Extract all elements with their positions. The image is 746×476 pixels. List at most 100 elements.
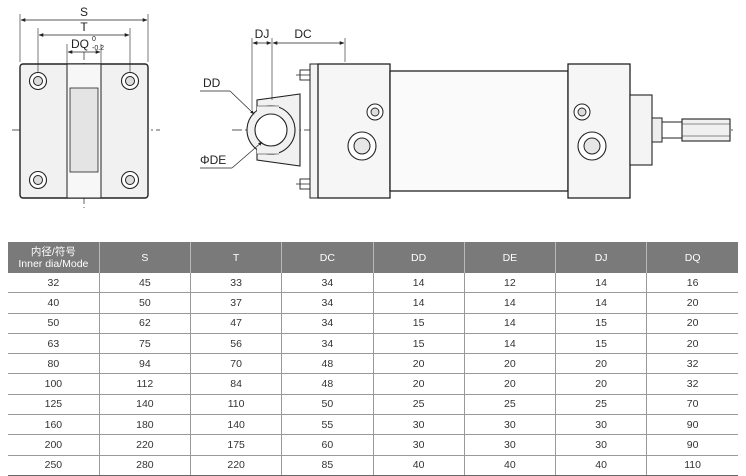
table-cell: 94 bbox=[99, 353, 192, 375]
table-cell: 140 bbox=[99, 394, 192, 416]
table-cell: 30 bbox=[373, 414, 465, 436]
table-cell: 14 bbox=[464, 292, 557, 314]
table-cell-inner-dia: 160 bbox=[8, 414, 100, 436]
table-cell: 90 bbox=[646, 414, 738, 436]
bolt-bottom-right bbox=[120, 170, 140, 190]
table-cell-inner-dia: 40 bbox=[8, 292, 100, 314]
technical-drawing: S T DQ 0 -0.2 bbox=[12, 5, 735, 208]
table-cell: 175 bbox=[190, 434, 283, 456]
table-cell: 12 bbox=[464, 273, 557, 294]
table-cell-inner-dia: 63 bbox=[8, 333, 100, 355]
table-cell: 34 bbox=[281, 292, 374, 314]
table-cell: 14 bbox=[464, 333, 557, 355]
table-cell: 220 bbox=[190, 455, 283, 476]
table-cell: 14 bbox=[373, 292, 465, 314]
table-cell: 34 bbox=[281, 333, 374, 355]
table-cell: 56 bbox=[190, 333, 283, 355]
header-inner-dia: 内径/符号 Inner dia/Mode bbox=[8, 242, 100, 273]
table-cell: 60 bbox=[281, 434, 374, 456]
spec-table: 内径/符号 Inner dia/Mode S T DC DD DE DJ DQ … bbox=[8, 242, 738, 476]
end-view bbox=[12, 14, 160, 208]
header-DC: DC bbox=[281, 242, 374, 273]
table-cell: 112 bbox=[99, 373, 192, 395]
table-cell: 70 bbox=[190, 353, 283, 375]
table-cell: 75 bbox=[99, 333, 192, 355]
table-cell: 90 bbox=[646, 434, 738, 456]
table-cell: 220 bbox=[99, 434, 192, 456]
table-cell: 40 bbox=[464, 455, 557, 476]
table-cell-inner-dia: 100 bbox=[8, 373, 100, 395]
table-cell: 15 bbox=[373, 333, 465, 355]
table-cell-inner-dia: 50 bbox=[8, 313, 100, 334]
header-S: S bbox=[99, 242, 192, 273]
table-cell: 15 bbox=[555, 333, 648, 355]
table-cell: 20 bbox=[646, 292, 738, 314]
table-cell: 55 bbox=[281, 414, 374, 436]
table-cell: 20 bbox=[646, 313, 738, 334]
table-cell: 32 bbox=[646, 373, 738, 395]
header-DD: DD bbox=[373, 242, 465, 273]
table-cell-inner-dia: 250 bbox=[8, 455, 100, 476]
side-view bbox=[200, 38, 735, 199]
label-DJ: DJ bbox=[255, 27, 270, 41]
bolt-top-right bbox=[120, 71, 140, 91]
header-DE: DE bbox=[464, 242, 557, 273]
table-cell: 48 bbox=[281, 353, 374, 375]
table-cell: 20 bbox=[646, 333, 738, 355]
label-DQ-tol-lower: -0.2 bbox=[92, 45, 104, 52]
table-cell: 30 bbox=[464, 434, 557, 456]
header-DJ: DJ bbox=[555, 242, 648, 273]
table-cell: 15 bbox=[373, 313, 465, 334]
table-cell: 280 bbox=[99, 455, 192, 476]
table-cell: 20 bbox=[373, 353, 465, 375]
table-cell: 48 bbox=[281, 373, 374, 395]
table-cell: 40 bbox=[373, 455, 465, 476]
table-cell: 34 bbox=[281, 273, 374, 294]
label-DQ-tol-upper: 0 bbox=[92, 36, 96, 43]
table-cell: 25 bbox=[555, 394, 648, 416]
header-inner-dia-cn: 内径/符号 bbox=[30, 245, 76, 258]
table-cell: 14 bbox=[555, 273, 648, 294]
header-DQ: DQ bbox=[646, 242, 738, 273]
table-cell: 14 bbox=[555, 292, 648, 314]
header-inner-dia-en: Inner dia/Mode bbox=[18, 257, 89, 270]
table-cell: 180 bbox=[99, 414, 192, 436]
table-cell: 20 bbox=[464, 353, 557, 375]
table-cell: 14 bbox=[464, 313, 557, 334]
table-cell: 50 bbox=[99, 292, 192, 314]
table-cell: 62 bbox=[99, 313, 192, 334]
table-cell-inner-dia: 125 bbox=[8, 394, 100, 416]
clevis-pin-hole bbox=[254, 113, 288, 147]
table-cell: 50 bbox=[281, 394, 374, 416]
label-DQ: DQ bbox=[71, 37, 89, 51]
table-header-row: 内径/符号 Inner dia/Mode S T DC DD DE DJ DQ bbox=[8, 242, 738, 273]
table-cell: 110 bbox=[190, 394, 283, 416]
label-DD: DD bbox=[203, 76, 221, 90]
table-cell: 30 bbox=[373, 434, 465, 456]
table-cell: 30 bbox=[464, 414, 557, 436]
table-cell: 16 bbox=[646, 273, 738, 294]
table-cell: 14 bbox=[373, 273, 465, 294]
table-cell: 33 bbox=[190, 273, 283, 294]
table-cell: 37 bbox=[190, 292, 283, 314]
bolt-bottom-left bbox=[28, 170, 48, 190]
table-cell-inner-dia: 200 bbox=[8, 434, 100, 456]
table-cell: 40 bbox=[555, 455, 648, 476]
table-cell: 25 bbox=[373, 394, 465, 416]
label-DE: ΦDE bbox=[200, 153, 226, 167]
label-T: T bbox=[80, 20, 88, 34]
de-leader bbox=[231, 141, 263, 169]
table-cell: 20 bbox=[555, 353, 648, 375]
table-cell: 34 bbox=[281, 313, 374, 334]
dd-leader bbox=[229, 90, 255, 115]
table-cell: 30 bbox=[555, 414, 648, 436]
